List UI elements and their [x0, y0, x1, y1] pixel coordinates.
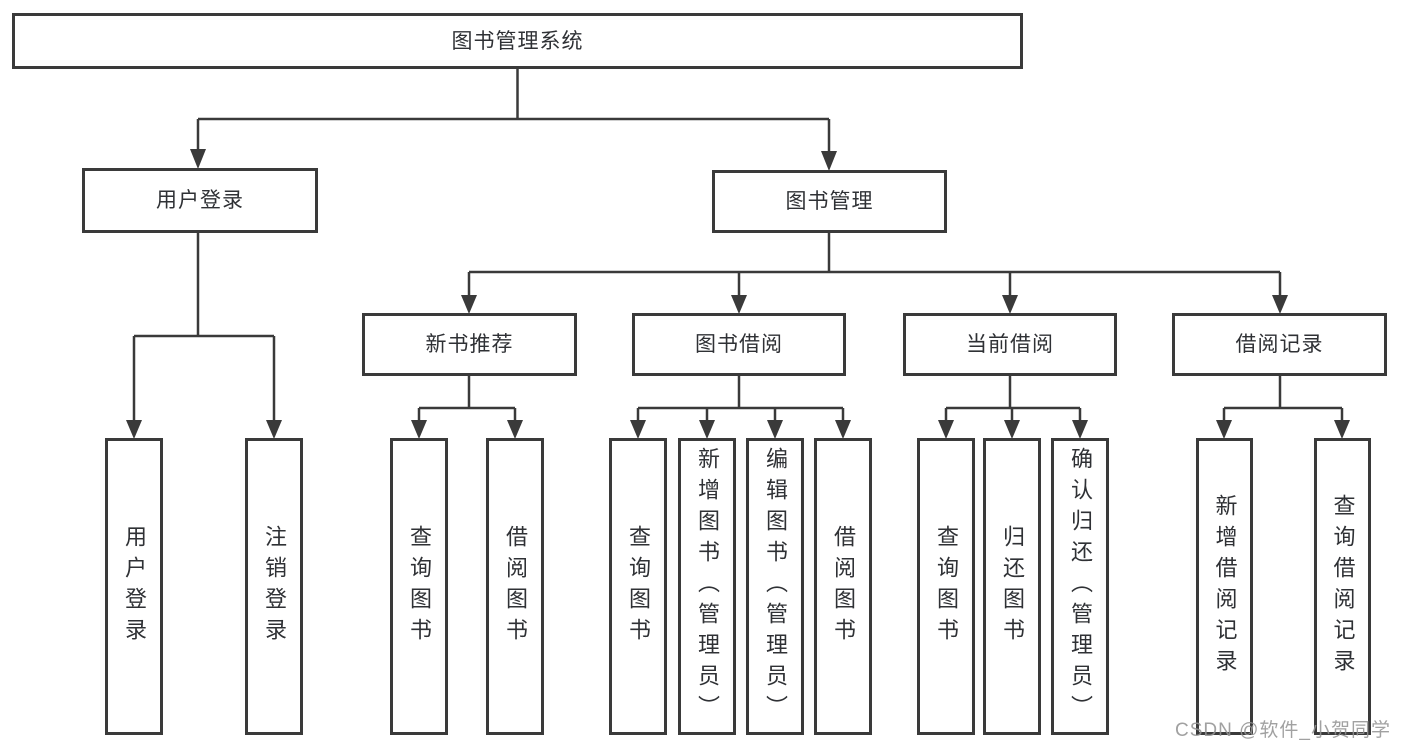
leaf-query-borrow-record: 查询借阅记录 [1314, 438, 1371, 735]
node-label: 用户登录 [122, 524, 147, 649]
arrow-down-icon [821, 151, 837, 171]
arrow-down-icon [507, 420, 523, 439]
leaf-confirm-return-admin: 确认归还（管理员） [1051, 438, 1109, 735]
arrow-down-icon [835, 420, 851, 439]
leaf-user-login: 用户登录 [105, 438, 163, 735]
leaf-query-book-bb: 查询图书 [609, 438, 667, 735]
leaf-query-book-cb: 查询图书 [917, 438, 975, 735]
node-label: 新增图书（管理员） [695, 447, 720, 726]
node-label: 借阅图书 [831, 524, 856, 649]
node-label: 查询图书 [934, 524, 959, 649]
arrow-down-icon [699, 420, 715, 439]
node-label: 编辑图书（管理员） [763, 447, 788, 726]
node-label: 图书管理系统 [451, 29, 584, 53]
node-label: 确认归还（管理员） [1068, 447, 1093, 726]
leaf-logout: 注销登录 [245, 438, 303, 735]
arrow-down-icon [126, 420, 142, 439]
connector-lines [132, 69, 1344, 422]
leaf-return-book: 归还图书 [983, 438, 1041, 735]
arrow-down-icon [266, 420, 282, 439]
node-book-management: 图书管理 [712, 170, 947, 233]
node-label: 新增借阅记录 [1212, 493, 1238, 680]
arrow-down-icon [1334, 420, 1350, 439]
arrow-down-icon [938, 420, 954, 439]
arrow-down-icon [190, 149, 206, 169]
leaf-query-book-nb: 查询图书 [390, 438, 448, 735]
leaf-borrow-book-bb: 借阅图书 [814, 438, 872, 735]
node-label: 归还图书 [1000, 524, 1025, 649]
node-label: 查询图书 [626, 524, 651, 649]
node-root: 图书管理系统 [12, 13, 1023, 69]
leaf-edit-book-admin: 编辑图书（管理员） [746, 438, 804, 735]
arrowheads [126, 149, 1350, 439]
node-label: 新书推荐 [425, 333, 514, 356]
node-label: 图书借阅 [695, 333, 783, 356]
node-label: 当前借阅 [966, 333, 1054, 356]
leaf-add-borrow-record: 新增借阅记录 [1196, 438, 1253, 735]
arrow-down-icon [630, 420, 646, 439]
arrow-down-icon [411, 420, 427, 439]
node-book-borrowing: 图书借阅 [632, 313, 846, 376]
node-label: 借阅记录 [1235, 333, 1324, 356]
node-label: 图书管理 [785, 190, 874, 213]
node-current-borrowing: 当前借阅 [903, 313, 1117, 376]
arrow-down-icon [731, 295, 747, 314]
leaf-borrow-book-nb: 借阅图书 [486, 438, 544, 735]
node-label: 借阅图书 [503, 524, 528, 649]
node-borrowing-records: 借阅记录 [1172, 313, 1387, 376]
csdn-watermark: CSDN @软件_小贺同学 [1175, 720, 1391, 741]
arrow-down-icon [767, 420, 783, 439]
node-label: 查询借阅记录 [1330, 493, 1356, 680]
node-user-login: 用户登录 [82, 168, 318, 233]
arrow-down-icon [1002, 295, 1018, 314]
arrow-down-icon [1272, 295, 1288, 314]
arrow-down-icon [1216, 420, 1232, 439]
node-label: 查询图书 [407, 524, 432, 649]
node-label: 注销登录 [262, 524, 287, 649]
arrow-down-icon [1072, 420, 1088, 439]
leaf-add-book-admin: 新增图书（管理员） [678, 438, 736, 735]
arrow-down-icon [1004, 420, 1020, 439]
node-new-book-recommend: 新书推荐 [362, 313, 577, 376]
node-label: 用户登录 [156, 189, 244, 212]
arrow-down-icon [461, 295, 477, 314]
